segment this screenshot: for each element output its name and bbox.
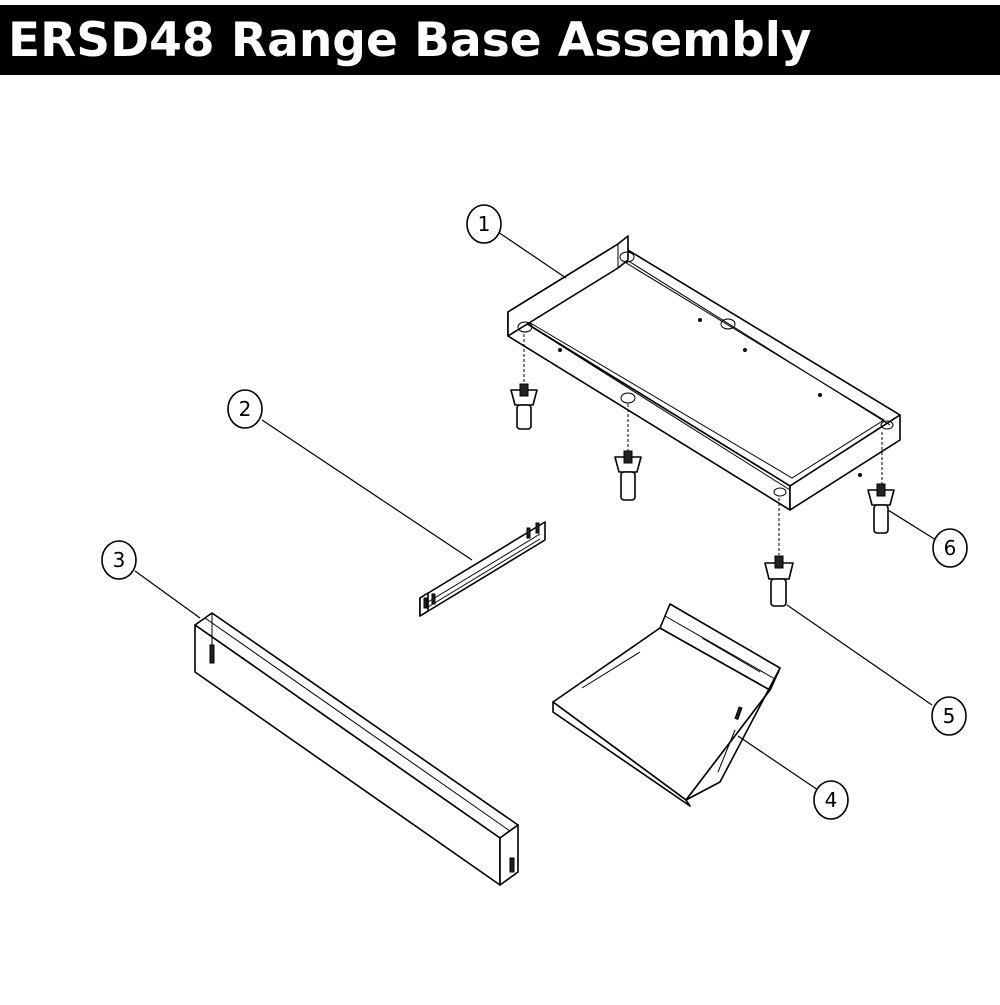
- part-tray: [552, 603, 781, 807]
- callout-1: 1: [466, 204, 502, 244]
- callout-3-label: 3: [113, 548, 126, 572]
- callout-3: 3: [101, 540, 137, 580]
- page-title: ERSD48 Range Base Assembly: [8, 13, 812, 68]
- leg-rear-right-item-6: [867, 483, 895, 534]
- leg-rear-left: [510, 383, 538, 430]
- part-rail-bracket: [419, 521, 546, 617]
- leg-front-right-item-5: [764, 555, 794, 607]
- callout-4-label: 4: [825, 788, 838, 812]
- leg-axis-lines: [523, 334, 883, 555]
- leg-rear-middle: [614, 450, 642, 501]
- callout-2-label: 2: [239, 397, 252, 421]
- callout-5-label: 5: [943, 704, 956, 728]
- title-bar: ERSD48 Range Base Assembly: [0, 5, 1000, 75]
- callout-6: 6: [932, 528, 968, 568]
- part-base-frame: [507, 235, 901, 511]
- callout-6-label: 6: [944, 536, 957, 560]
- leader-lines: [134, 231, 937, 791]
- part-kick-panel: [194, 612, 519, 886]
- callout-4: 4: [813, 780, 849, 820]
- callout-5: 5: [931, 696, 967, 736]
- callout-1-label: 1: [478, 212, 491, 236]
- callout-2: 2: [227, 389, 263, 429]
